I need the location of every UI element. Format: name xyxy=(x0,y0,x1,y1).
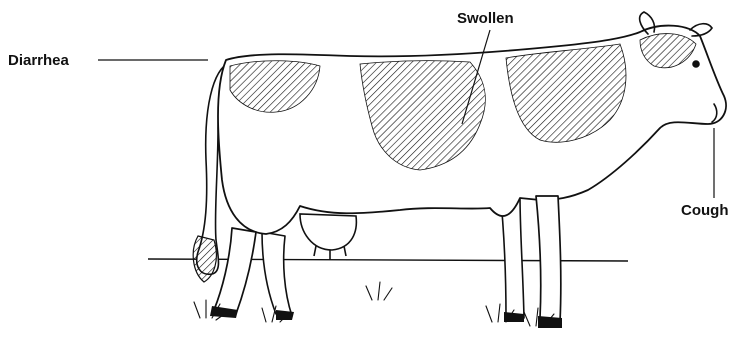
tail-switch xyxy=(193,236,216,282)
label-diarrhea: Diarrhea xyxy=(8,53,69,68)
grass-tufts xyxy=(194,282,554,326)
label-cough: Cough xyxy=(681,203,728,218)
udder xyxy=(300,214,356,250)
label-swollen: Swollen xyxy=(457,11,514,26)
